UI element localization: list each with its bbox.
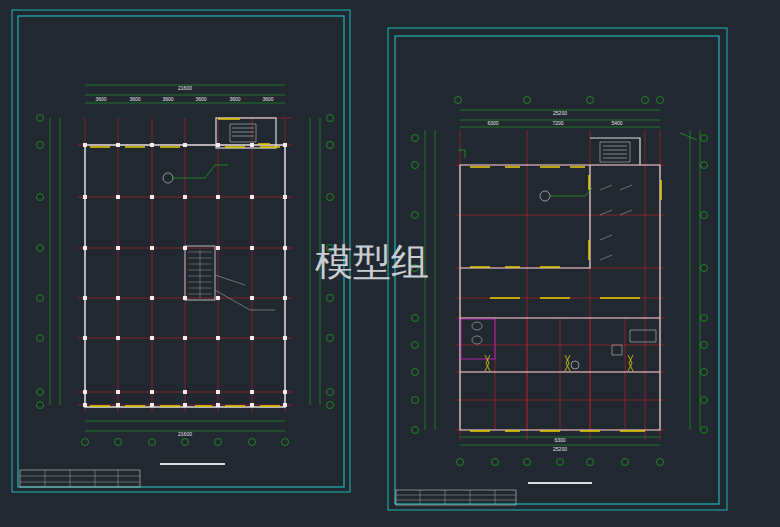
column-mark <box>83 403 87 407</box>
column-mark <box>283 390 287 394</box>
column-mark <box>116 403 120 407</box>
dimension-text: 6300 <box>487 121 498 126</box>
column-mark <box>183 403 187 407</box>
column-mark <box>150 296 154 300</box>
column-mark <box>150 143 154 147</box>
column-mark <box>216 195 220 199</box>
column-mark <box>183 336 187 340</box>
column-mark <box>116 143 120 147</box>
column-mark <box>283 246 287 250</box>
column-mark <box>250 246 254 250</box>
column-mark <box>183 296 187 300</box>
dimension-text: 7200 <box>552 121 563 126</box>
watermark: 模型组 <box>315 243 429 281</box>
column-mark <box>83 143 87 147</box>
column-mark <box>250 143 254 147</box>
dimension-text: 25200 <box>553 447 567 452</box>
column-mark <box>116 195 120 199</box>
dimension-text: 5400 <box>611 121 622 126</box>
column-mark <box>283 296 287 300</box>
column-mark <box>150 390 154 394</box>
column-mark <box>283 336 287 340</box>
column-mark <box>116 246 120 250</box>
column-mark <box>183 195 187 199</box>
dimension-text: 3600 <box>95 97 106 102</box>
dimension-text: 6300 <box>554 438 565 443</box>
column-mark <box>183 143 187 147</box>
dimension-text: 21600 <box>178 432 192 437</box>
column-mark <box>283 403 287 407</box>
column-mark <box>283 195 287 199</box>
column-mark <box>150 195 154 199</box>
column-mark <box>150 403 154 407</box>
column-mark <box>216 336 220 340</box>
column-mark <box>250 195 254 199</box>
dimension-text: 3600 <box>229 97 240 102</box>
column-mark <box>116 296 120 300</box>
column-mark <box>183 246 187 250</box>
column-mark <box>216 390 220 394</box>
column-mark <box>83 246 87 250</box>
column-mark <box>250 296 254 300</box>
column-mark <box>216 246 220 250</box>
column-mark <box>83 336 87 340</box>
dimension-text: 25200 <box>553 111 567 116</box>
column-mark <box>150 246 154 250</box>
dimension-text: 3600 <box>262 97 273 102</box>
column-mark <box>183 390 187 394</box>
column-mark <box>83 296 87 300</box>
column-mark <box>283 143 287 147</box>
dimension-text: 21600 <box>178 86 192 91</box>
dimension-text: 3600 <box>129 97 140 102</box>
dimension-text: 3600 <box>195 97 206 102</box>
column-mark <box>150 336 154 340</box>
column-mark <box>116 336 120 340</box>
column-mark <box>116 390 120 394</box>
column-mark <box>216 143 220 147</box>
column-mark <box>250 336 254 340</box>
dimension-text: 3600 <box>162 97 173 102</box>
column-mark <box>83 390 87 394</box>
column-mark <box>216 296 220 300</box>
column-mark <box>250 390 254 394</box>
column-mark <box>216 403 220 407</box>
column-mark <box>250 403 254 407</box>
column-mark <box>83 195 87 199</box>
